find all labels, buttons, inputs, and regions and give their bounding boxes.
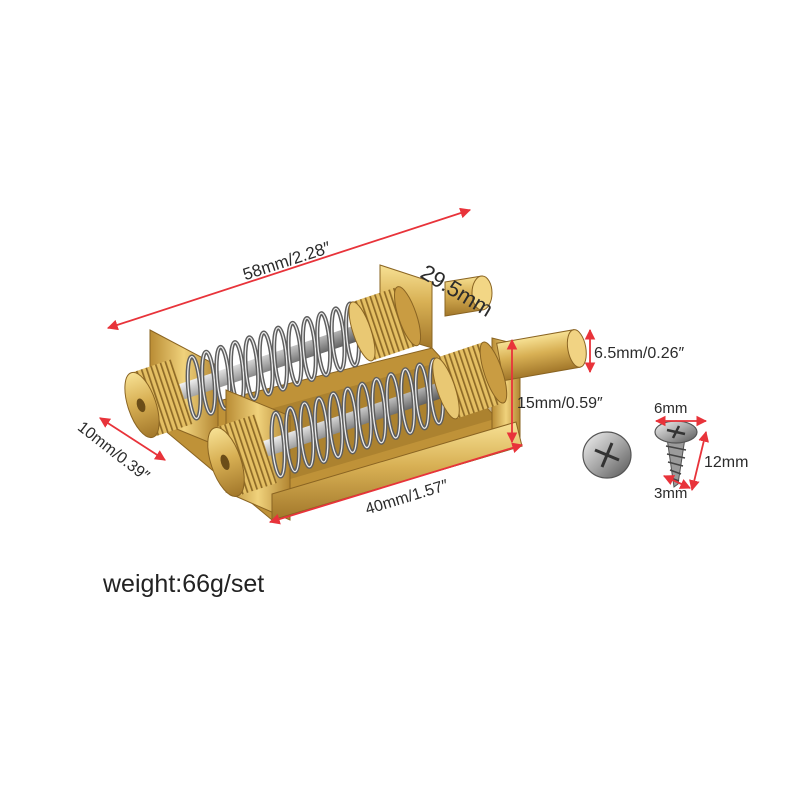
- dimension-arrows: [99, 207, 709, 525]
- pan-head-screw: [582, 431, 632, 479]
- screw-thread: [665, 445, 687, 482]
- width-arrow: [268, 442, 524, 525]
- height-label: 15mm/0.59″: [517, 395, 603, 412]
- spring-coil-highlight: [187, 355, 202, 420]
- spring-coil-highlight: [244, 336, 259, 400]
- phillips-cross-icon: [594, 442, 620, 468]
- rear-pin-end: [471, 275, 493, 311]
- front-right-cap-face: [479, 341, 508, 404]
- screw-shaft-label: 3mm: [654, 485, 687, 502]
- mounting-pin: [496, 329, 587, 382]
- rear-left-cap-hole: [136, 398, 146, 413]
- front-left-knurled-cap: [214, 414, 278, 497]
- screw-length-arrow: [689, 430, 709, 492]
- cap-diameter-arrow: [99, 417, 166, 461]
- countersunk-screw: [654, 420, 698, 488]
- length-arrow: [106, 207, 472, 331]
- phillips-cross-icon: [666, 425, 686, 439]
- spring-coil-highlight: [259, 331, 274, 396]
- spring-coil-highlight: [400, 368, 415, 434]
- spring-coil-highlight: [201, 351, 216, 415]
- screw-head-label: 6mm: [654, 400, 687, 417]
- weight-label: weight:66g/set: [102, 570, 264, 598]
- front-left-cap-hole: [220, 454, 230, 471]
- front-right-cap-inner-face: [432, 357, 460, 420]
- pin-diameter-label: 6.5mm/0.26″: [594, 345, 684, 362]
- bridge-saddle: [124, 264, 587, 521]
- screw-length-label: 12mm: [704, 454, 748, 471]
- spring-coil-highlight: [215, 346, 231, 410]
- screw-shaft-arrow: [663, 475, 691, 489]
- length-label: 58mm/2.28″: [240, 238, 332, 284]
- spring-coil-highlight: [414, 363, 430, 429]
- spring-coil-highlight: [386, 373, 401, 439]
